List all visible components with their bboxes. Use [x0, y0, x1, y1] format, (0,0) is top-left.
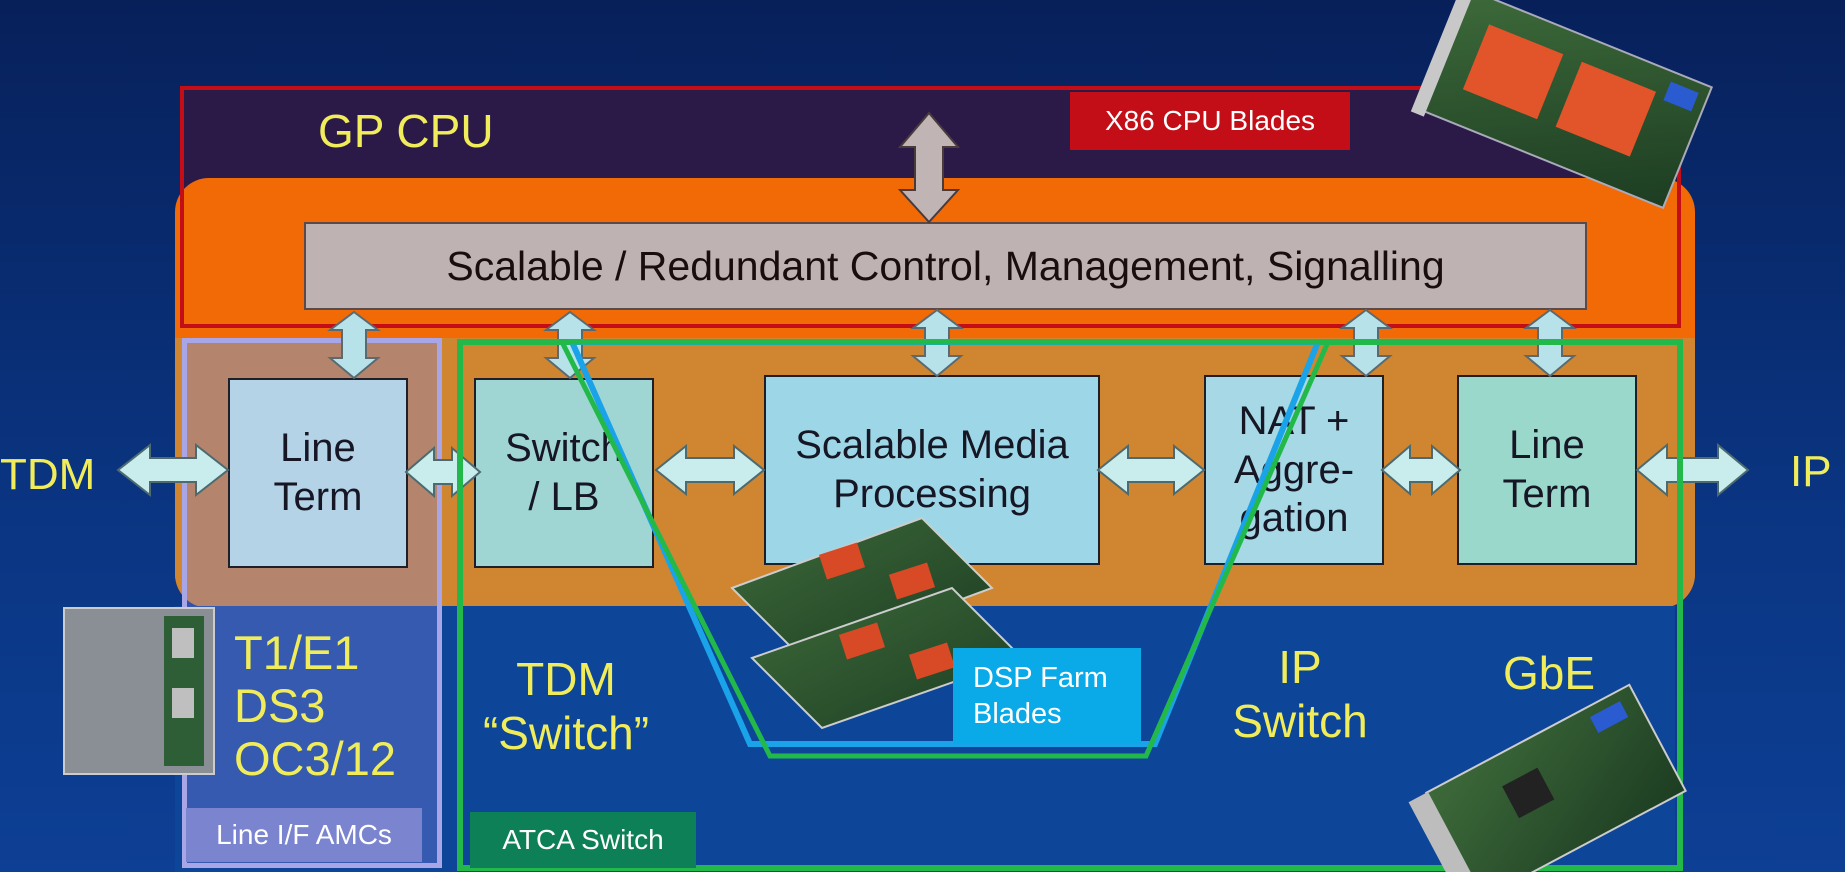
- tdm-switch-label: TDM “Switch”: [482, 653, 650, 760]
- tdm-line-arrow: [116, 442, 230, 498]
- dsp-farm-tag: DSP Farm Blades: [953, 648, 1141, 744]
- line-amc-tag: Line I/F AMCs: [186, 808, 422, 862]
- ip-switch-label: IP Switch: [1232, 641, 1368, 748]
- ip-side-label: IP: [1790, 447, 1832, 496]
- control-management-box: Scalable / Redundant Control, Management…: [304, 222, 1587, 310]
- line-types-label: T1/E1 DS3 OC3/12: [234, 626, 396, 786]
- switch-media-arrow: [654, 443, 766, 497]
- amc-card-photo: [63, 607, 215, 775]
- media-nat-arrow: [1096, 443, 1206, 497]
- atca-switch-tag: ATCA Switch: [470, 812, 696, 868]
- control-management-label: Scalable / Redundant Control, Management…: [446, 242, 1445, 289]
- cpu-control-arrow: [897, 111, 961, 224]
- x86-blades-tag-label: X86 CPU Blades: [1104, 105, 1316, 136]
- tdm-side-label: TDM: [0, 450, 96, 499]
- control-line-term-arrow: [327, 310, 381, 380]
- switch-card-photo: [1408, 683, 1687, 872]
- nat-line-arrow: [1380, 443, 1462, 497]
- line-switch-arrow: [404, 445, 482, 499]
- switch-lb-box: Switch / LB: [474, 378, 654, 568]
- dsp-blade-photo: [730, 516, 1024, 730]
- cpu-blade-photo: [1410, 0, 1714, 210]
- atca-funnel-outline: [557, 339, 1332, 759]
- line-term-right-box: Line Term: [1457, 375, 1637, 565]
- x86-blades-tag: X86 CPU Blades: [1070, 92, 1350, 150]
- line-ip-arrow: [1635, 442, 1750, 498]
- gbe-label: GbE: [1502, 647, 1596, 699]
- gp-cpu-label: GP CPU: [318, 105, 494, 157]
- line-term-left-box: Line Term: [228, 378, 408, 568]
